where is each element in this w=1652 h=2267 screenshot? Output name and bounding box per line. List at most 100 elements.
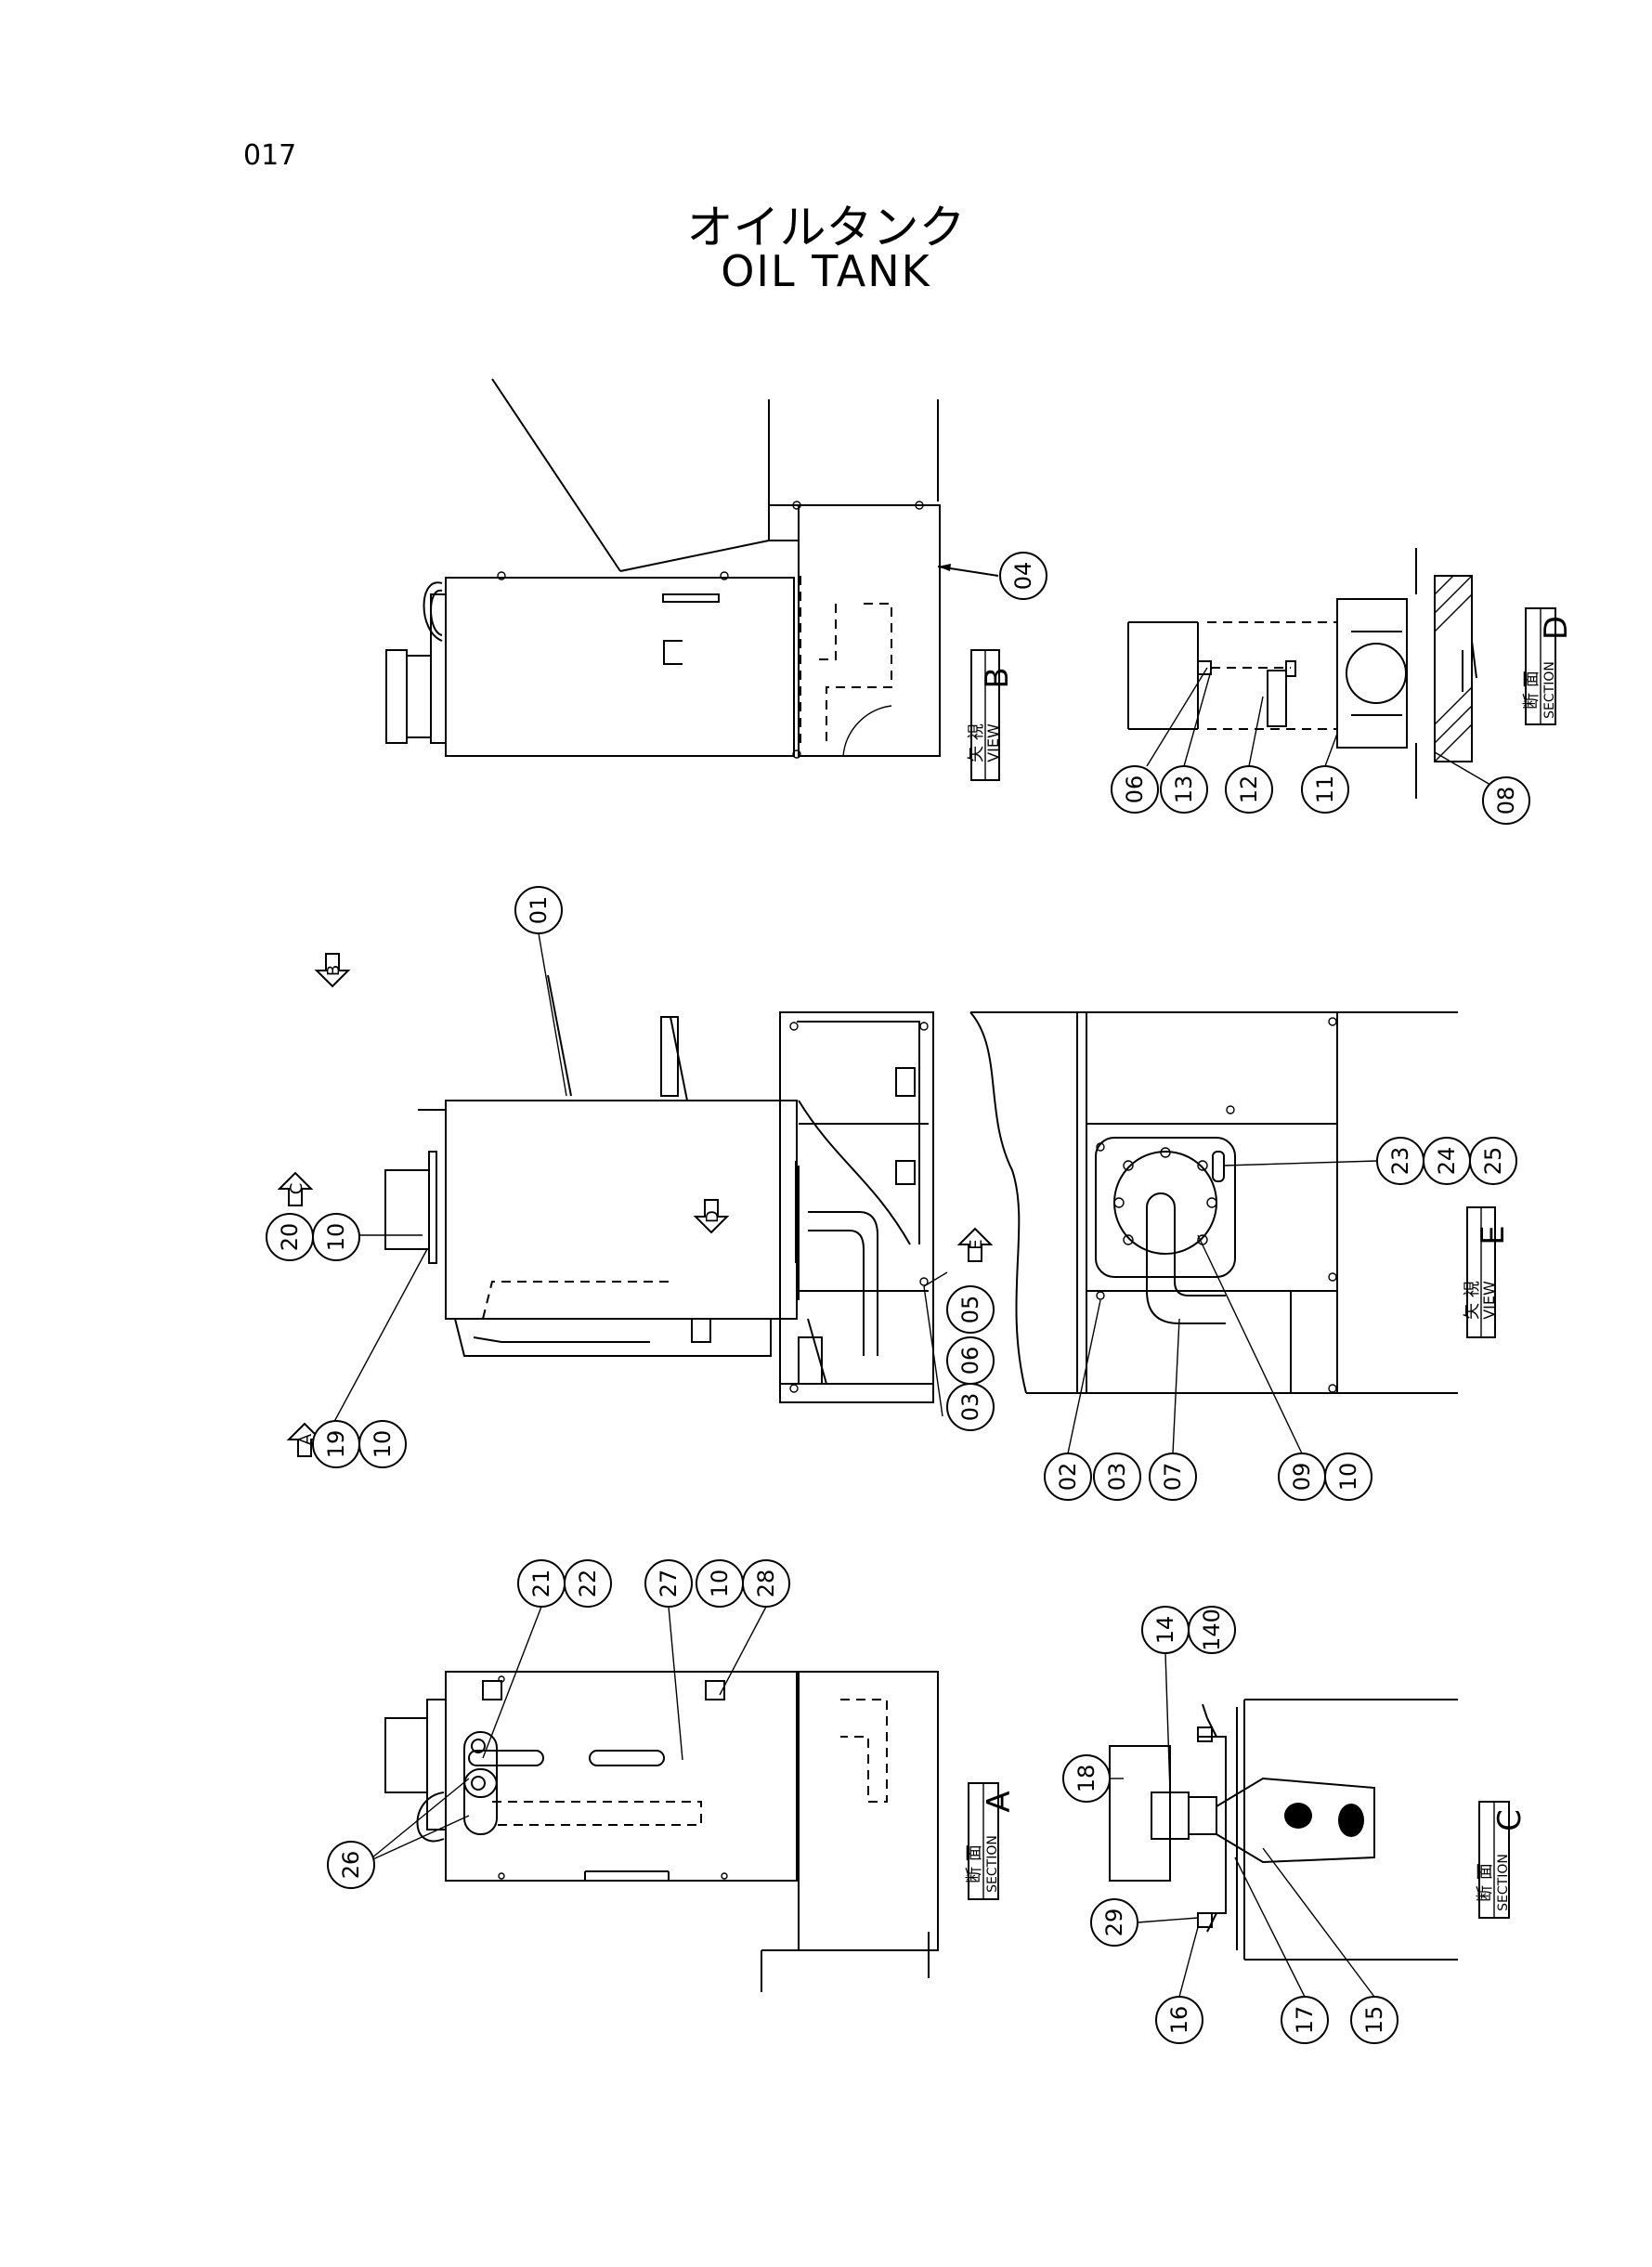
section-c-drawing: [1109, 1699, 1458, 1961]
svg-text:SECTION: SECTION: [985, 1835, 1000, 1893]
callout-12: 12: [1225, 765, 1273, 814]
svg-text:10: 10: [370, 1430, 396, 1459]
svg-text:矢 視: 矢 視: [1463, 1281, 1482, 1320]
section-a-label: 断 面 SECTION A: [965, 1782, 1018, 1900]
svg-text:14: 14: [1152, 1616, 1178, 1645]
arrow-e: E: [956, 1227, 994, 1262]
svg-text:22: 22: [575, 1570, 601, 1598]
svg-text:C: C: [1491, 1809, 1528, 1831]
svg-text:VIEW: VIEW: [984, 723, 1002, 762]
svg-text:02: 02: [1055, 1463, 1081, 1492]
svg-text:05: 05: [957, 1296, 983, 1324]
svg-text:08: 08: [1493, 787, 1519, 815]
main-plan-drawing: [384, 974, 934, 1403]
callout-22: 22: [564, 1559, 612, 1608]
view-e-label: 矢 視 VIEW E: [1463, 1206, 1512, 1338]
svg-text:04: 04: [1010, 562, 1036, 591]
callout-07: 07: [1149, 1453, 1197, 1501]
title-english: OIL TANK: [721, 246, 931, 296]
section-d-label: 断 面 SECTION D: [1522, 607, 1575, 725]
svg-text:140: 140: [1199, 1609, 1225, 1651]
view-e-drawing: [969, 1011, 1458, 1394]
callout-24: 24: [1423, 1137, 1471, 1185]
view-b-label: 矢 視 VIEW B: [967, 649, 1016, 781]
callout-09: 09: [1278, 1453, 1326, 1501]
leader-lines: [316, 667, 1491, 1998]
callout-25: 25: [1469, 1137, 1517, 1185]
svg-text:10: 10: [1335, 1463, 1361, 1492]
callout-13: 13: [1160, 765, 1208, 814]
callout-08: 08: [1482, 776, 1530, 825]
svg-text:断 面: 断 面: [1476, 1863, 1495, 1902]
svg-text:A: A: [296, 1433, 316, 1445]
svg-text:25: 25: [1480, 1147, 1506, 1176]
svg-text:SECTION: SECTION: [1496, 1854, 1511, 1911]
svg-text:E: E: [967, 1239, 986, 1249]
title-japanese: オイルタンク: [686, 201, 966, 254]
svg-text:断 面: 断 面: [1522, 671, 1541, 710]
svg-text:断 面: 断 面: [965, 1844, 984, 1883]
callout-16: 16: [1155, 1996, 1203, 2044]
svg-text:26: 26: [338, 1851, 364, 1880]
svg-text:A: A: [981, 1791, 1018, 1812]
callout-06-a: 06: [946, 1336, 995, 1385]
section-d-drawing: [1127, 548, 1477, 799]
callout-19: 19: [312, 1420, 360, 1468]
svg-text:20: 20: [277, 1223, 303, 1252]
svg-text:18: 18: [1073, 1765, 1099, 1793]
svg-text:VIEW: VIEW: [1480, 1281, 1498, 1320]
svg-text:01: 01: [526, 896, 552, 925]
callout-15: 15: [1350, 1996, 1398, 2044]
callout-03-b: 03: [1093, 1453, 1141, 1501]
callout-02: 02: [1044, 1453, 1092, 1501]
callout-04: 04: [999, 552, 1047, 600]
svg-text:03: 03: [1104, 1463, 1130, 1492]
svg-text:10: 10: [707, 1570, 733, 1598]
svg-text:27: 27: [656, 1570, 682, 1598]
svg-text:SECTION: SECTION: [1542, 661, 1557, 719]
callout-10-d: 10: [696, 1559, 744, 1608]
callout-10-a: 10: [312, 1213, 360, 1261]
svg-text:21: 21: [528, 1570, 554, 1598]
view-b-drawing: [385, 378, 999, 759]
svg-text:11: 11: [1312, 775, 1338, 804]
svg-text:06: 06: [1122, 775, 1148, 804]
svg-text:15: 15: [1361, 2006, 1387, 2035]
svg-text:16: 16: [1166, 2006, 1192, 2035]
svg-text:D: D: [1538, 616, 1575, 640]
callout-01: 01: [514, 886, 563, 934]
svg-text:07: 07: [1160, 1463, 1186, 1492]
svg-text:B: B: [979, 667, 1016, 688]
callout-27: 27: [644, 1559, 693, 1608]
callout-06-d: 06: [1111, 765, 1159, 814]
callout-28: 28: [742, 1559, 790, 1608]
svg-text:C: C: [287, 1183, 306, 1195]
svg-text:B: B: [324, 965, 344, 976]
callout-140: 140: [1188, 1606, 1236, 1654]
svg-text:24: 24: [1434, 1147, 1460, 1176]
svg-text:09: 09: [1289, 1463, 1315, 1492]
callout-20: 20: [266, 1213, 314, 1261]
svg-text:13: 13: [1171, 775, 1197, 804]
callout-10-b: 10: [358, 1420, 407, 1468]
section-c-label: 断 面 SECTION C: [1476, 1801, 1528, 1919]
callout-21: 21: [517, 1559, 566, 1608]
svg-text:10: 10: [323, 1223, 349, 1252]
callout-29: 29: [1090, 1898, 1138, 1947]
callout-11: 11: [1301, 765, 1349, 814]
callout-10-c: 10: [1324, 1453, 1372, 1501]
arrow-d: D: [693, 1199, 730, 1234]
svg-text:D: D: [703, 1210, 722, 1223]
section-a-drawing: [384, 1671, 939, 1992]
svg-text:29: 29: [1101, 1909, 1127, 1937]
callout-bubbles: 04 06 13 12 11 08 01 23 24 25 20 10 05 0…: [266, 552, 1530, 2044]
callout-23: 23: [1376, 1137, 1424, 1185]
arrow-a: A: [286, 1422, 323, 1457]
svg-text:28: 28: [753, 1570, 779, 1598]
callout-03-a: 03: [946, 1383, 995, 1431]
svg-text:12: 12: [1236, 775, 1262, 804]
arrow-b: B: [314, 953, 351, 988]
callout-17: 17: [1281, 1996, 1329, 2044]
svg-text:03: 03: [957, 1393, 983, 1422]
